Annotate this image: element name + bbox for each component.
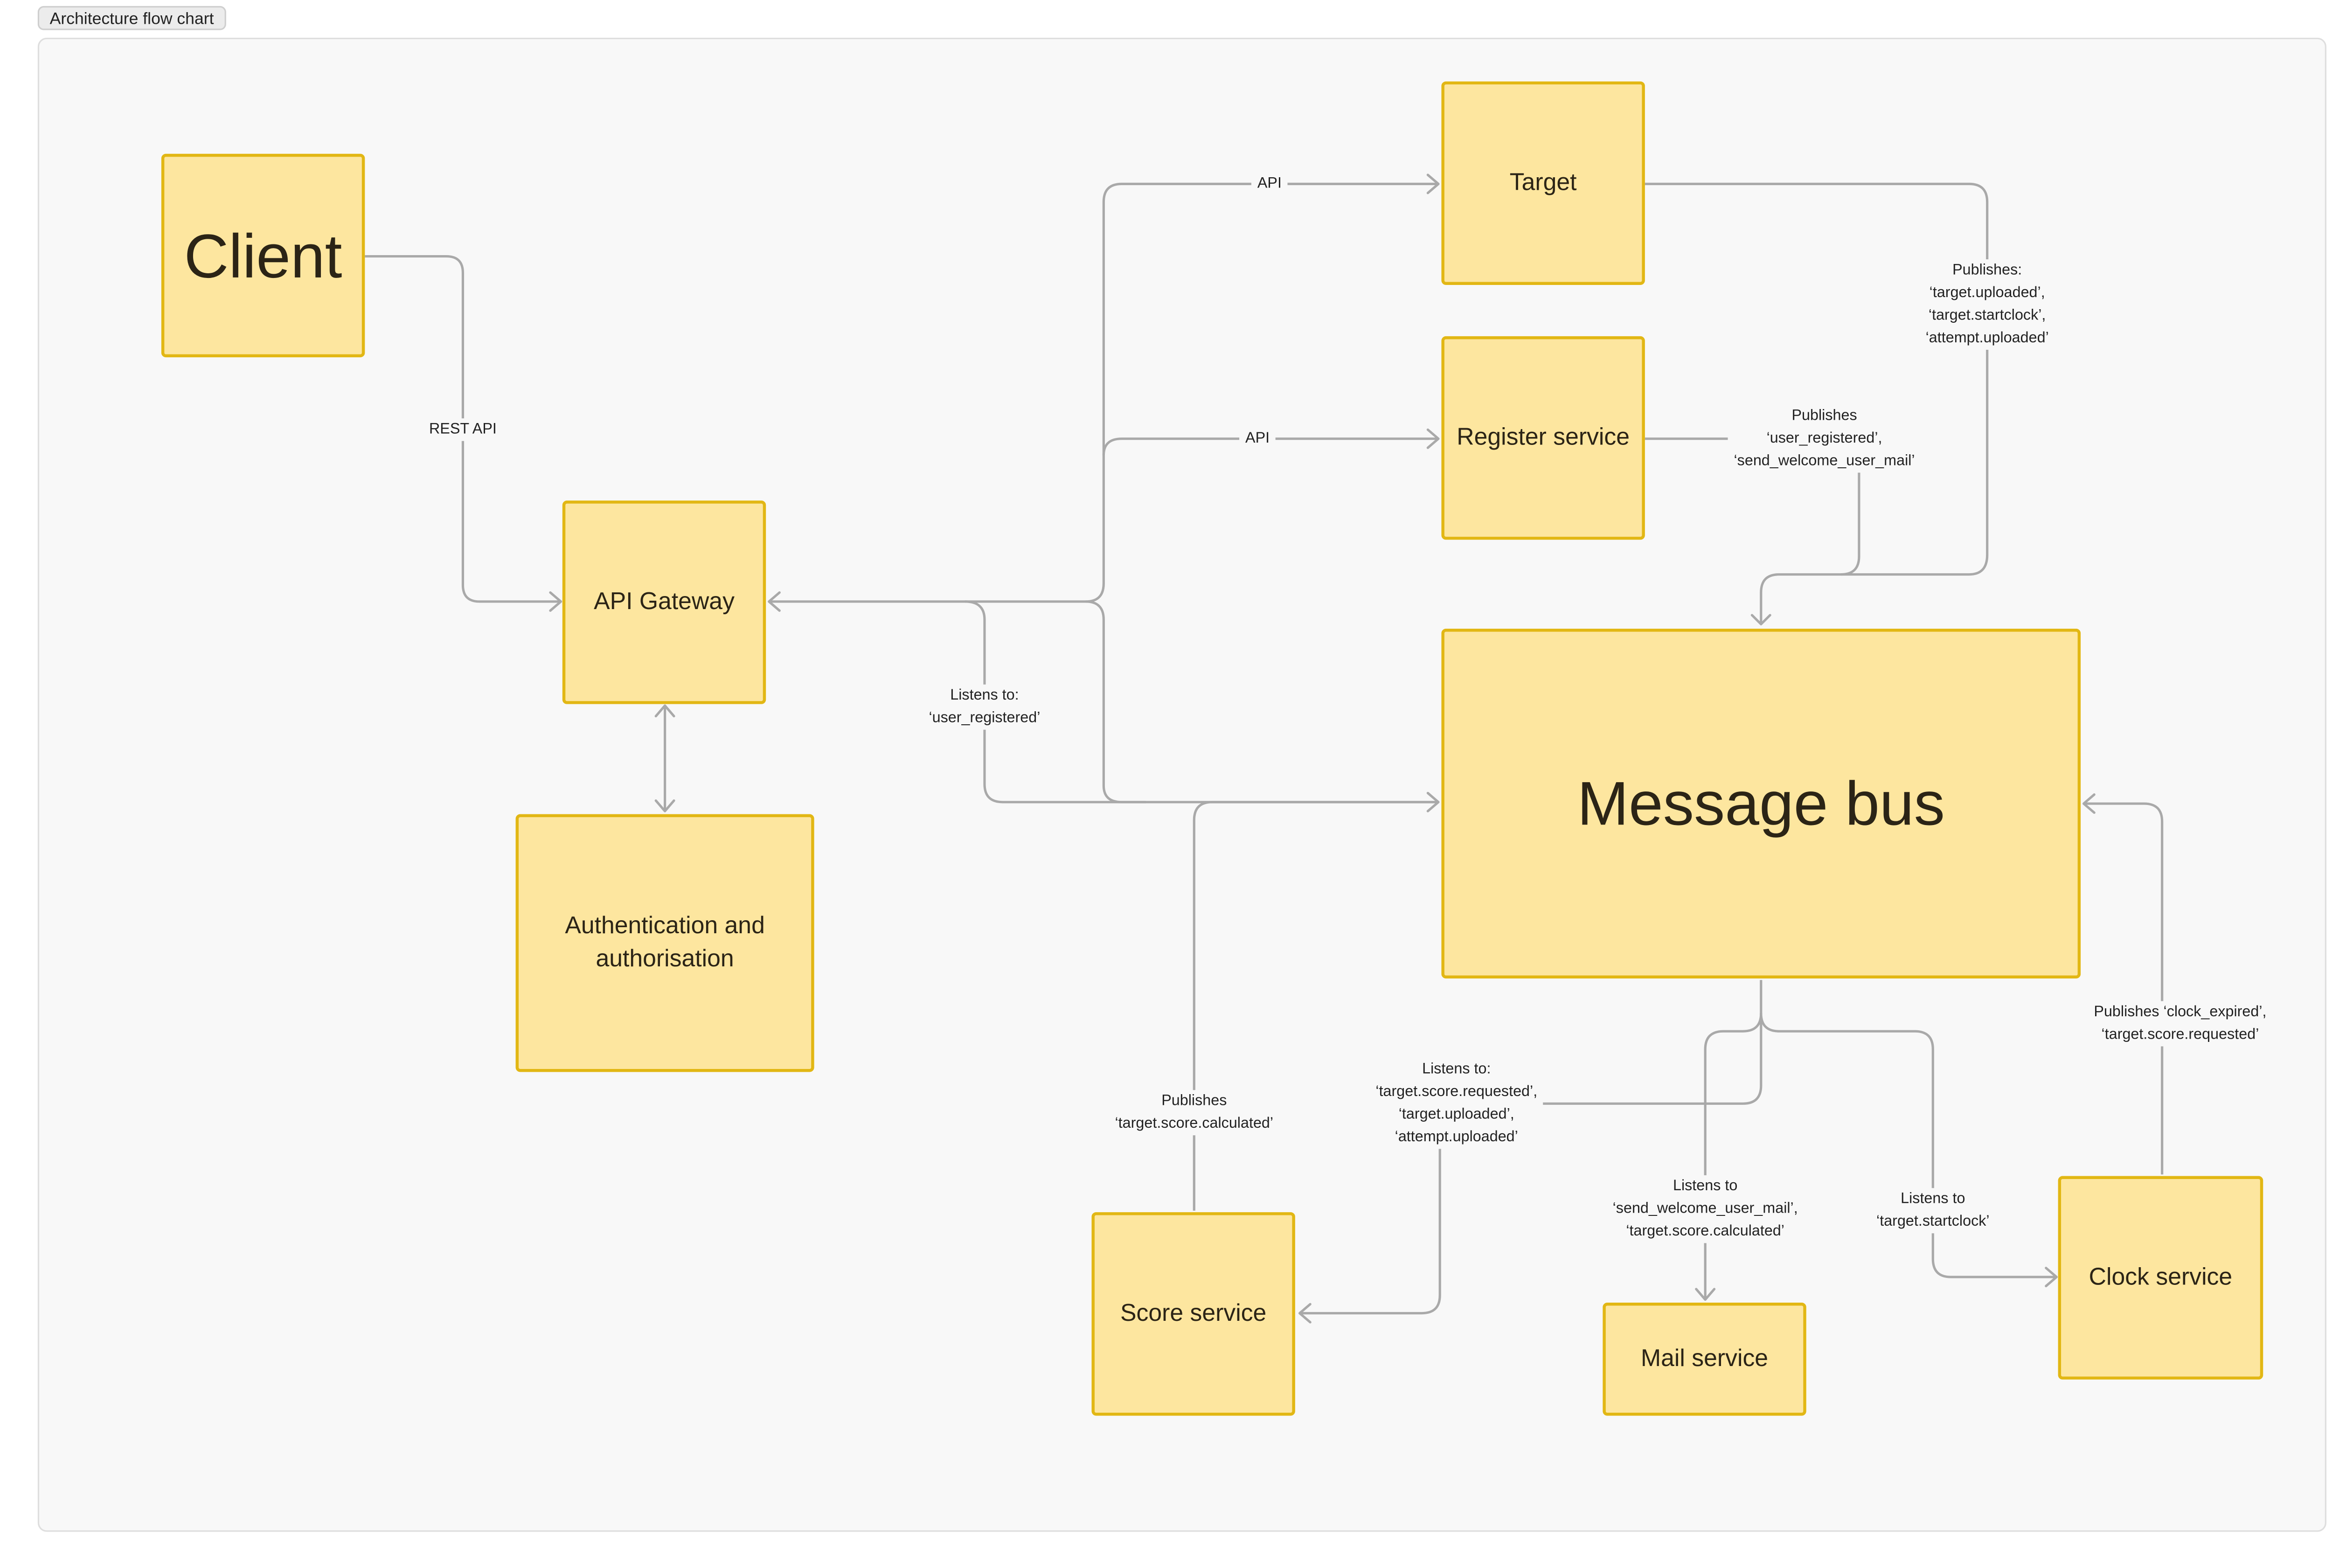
arrowhead [768, 591, 781, 612]
node-clock-service-label: Clock service [2089, 1264, 2233, 1290]
node-mail-service-label: Mail service [1641, 1346, 1769, 1372]
arrowhead [1750, 614, 1771, 625]
node-target[interactable]: Target [1441, 81, 1645, 285]
node-api-gateway-label: API Gateway [594, 589, 735, 615]
edge-score-publishes [1193, 801, 1438, 1211]
frame-title[interactable]: Architecture flow chart [37, 6, 226, 30]
node-mail-service[interactable]: Mail service [1603, 1303, 1806, 1416]
node-message-bus-label: Message bus [1577, 769, 1945, 839]
edge-gateway-listens [965, 600, 1146, 804]
arrowhead [2045, 1267, 2058, 1288]
arrowhead [654, 704, 675, 718]
label-clock-publishes: Publishes ‘clock_expired’, ‘target.score… [2088, 1001, 2273, 1047]
arrowhead [2082, 793, 2096, 814]
node-score-service-label: Score service [1120, 1300, 1267, 1326]
node-authentication[interactable]: Authentication and authorisation [515, 814, 814, 1072]
node-client-label: Client [184, 221, 342, 291]
label-score-publishes: Publishes ‘target.score.calculated’ [1109, 1090, 1280, 1136]
edge-target-publishes [1645, 182, 1989, 624]
node-client[interactable]: Client [161, 153, 365, 358]
arrowhead [1426, 173, 1440, 194]
edge-api-target [1085, 182, 1438, 603]
label-mail-listens: Listens to ‘send_welcome_user_mail’, ‘ta… [1606, 1175, 1804, 1243]
node-clock-service[interactable]: Clock service [2058, 1176, 2263, 1380]
node-target-label: Target [1509, 169, 1577, 195]
edge-clock-publishes [2083, 802, 2164, 1175]
arrowhead [549, 591, 562, 612]
label-target-publishes: Publishes: ‘target.uploaded’, ‘target.st… [1919, 259, 2055, 350]
node-message-bus[interactable]: Message bus [1441, 629, 2081, 979]
arrowhead [1695, 1288, 1716, 1301]
arrowhead [654, 799, 675, 812]
label-score-listens: Listens to: ‘target.score.requested’, ‘t… [1369, 1058, 1544, 1149]
node-score-service[interactable]: Score service [1091, 1212, 1295, 1416]
label-api-register: API [1239, 427, 1276, 450]
label-rest-api: REST API [423, 418, 503, 441]
arrowhead [1426, 428, 1440, 449]
label-api-target: API [1251, 173, 1288, 195]
edge-api-register [1102, 437, 1438, 456]
label-clock-listens: Listens to ‘target.startclock’ [1870, 1188, 1996, 1234]
edge-trunk-bus [1085, 600, 1438, 804]
node-api-gateway[interactable]: API Gateway [562, 500, 766, 704]
label-register-publishes: Publishes ‘user_registered’, ‘send_welco… [1728, 404, 1921, 473]
label-gateway-listens: Listens to: ‘user_registered’ [923, 684, 1047, 730]
edge-clock-listens [1760, 1013, 2057, 1278]
node-register-service-label: Register service [1457, 424, 1630, 450]
node-authentication-label: Authentication and authorisation [565, 913, 765, 972]
node-register-service[interactable]: Register service [1441, 336, 1645, 540]
arrowhead [1298, 1303, 1312, 1324]
edge-mail-listens [1704, 1013, 1763, 1300]
